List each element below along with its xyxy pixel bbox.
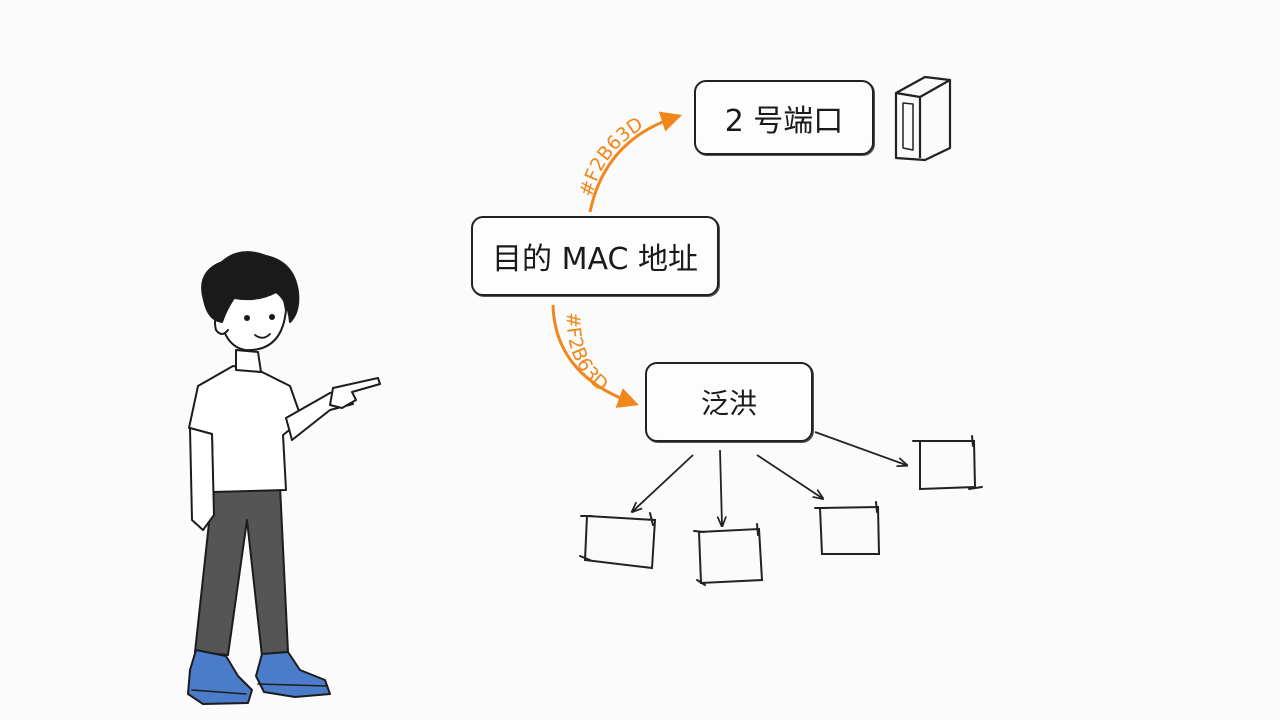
edge-mac-to-flood bbox=[551, 304, 639, 408]
host-box-icon bbox=[814, 501, 881, 555]
person-pointing-icon bbox=[187, 251, 381, 705]
node-port-2: 2 号端口 bbox=[694, 80, 874, 155]
host-box-icon bbox=[912, 435, 983, 491]
host-box-icon bbox=[693, 523, 764, 586]
node-destination-mac: 目的 MAC 地址 bbox=[471, 216, 719, 296]
host-box-icon bbox=[579, 512, 657, 570]
flood-branch-4 bbox=[814, 431, 906, 465]
edge-mac-to-port bbox=[588, 111, 682, 213]
edge-label-to-port: #F2B63D bbox=[575, 113, 647, 199]
node-flood: 泛洪 bbox=[645, 362, 813, 442]
node-port-2-label: 2 号端口 bbox=[724, 103, 844, 139]
flood-branch-2 bbox=[720, 449, 722, 525]
flood-branch-1 bbox=[633, 454, 694, 511]
flood-branch-3 bbox=[756, 454, 822, 498]
edge-label-to-flood: #F2B63D bbox=[562, 312, 612, 396]
switch-port-icon bbox=[894, 75, 952, 162]
flood-branches bbox=[633, 431, 906, 525]
node-destination-mac-label: 目的 MAC 地址 bbox=[492, 242, 698, 277]
node-flood-label: 泛洪 bbox=[700, 387, 757, 420]
